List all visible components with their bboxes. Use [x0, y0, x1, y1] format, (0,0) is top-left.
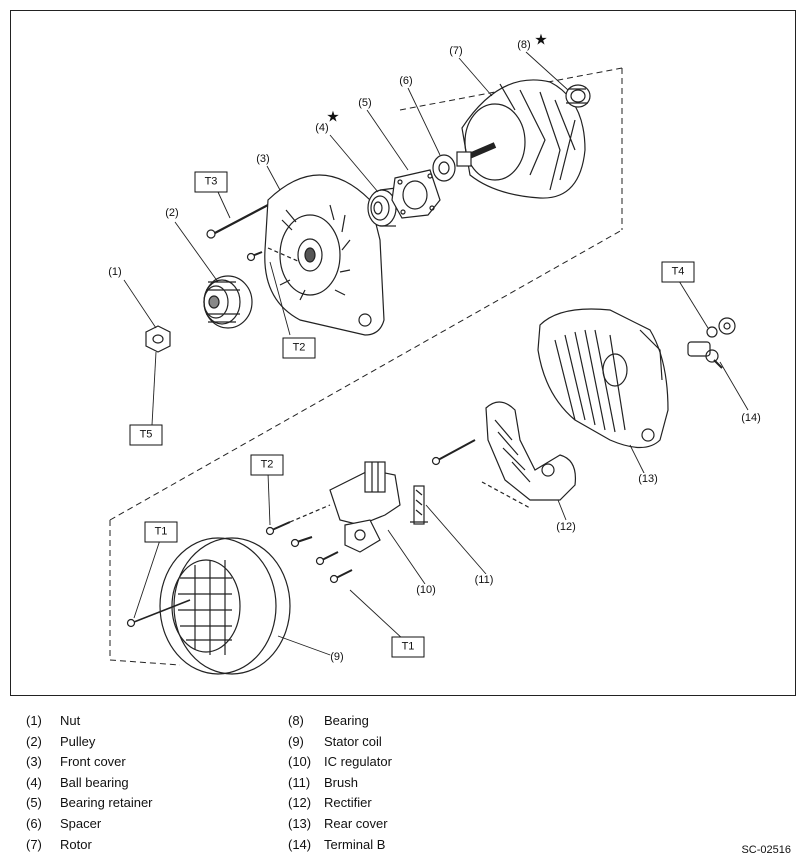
- legend-left: (1) Nut (2) Pulley (3) Front cover (4) Ball …: [26, 711, 153, 855]
- legend-name: Brush: [324, 774, 358, 790]
- legend-name: Rotor: [60, 836, 92, 852]
- exploded-view-drawing: [109, 51, 749, 675]
- legend-number: (3): [26, 754, 42, 770]
- rectifier-part: [431, 401, 577, 509]
- legend-item: (7) Rotor: [26, 835, 153, 856]
- legend-name: Terminal B: [324, 836, 386, 852]
- callout-6: (6): [399, 75, 413, 87]
- callout-12: (12): [556, 521, 576, 533]
- legend-name: Bearing: [324, 713, 369, 728]
- legend-number: (2): [26, 733, 42, 749]
- legend-number: (4): [26, 774, 42, 790]
- legend-name: Bearing retainer: [60, 795, 153, 811]
- legend-number: (7): [26, 836, 42, 852]
- legend-number: (13): [288, 815, 312, 831]
- diagram-frame: [10, 10, 796, 696]
- bearing-retainer-part: [391, 169, 441, 219]
- legend-name: Front cover: [60, 754, 126, 770]
- legend-name: Pulley: [60, 733, 96, 749]
- legend-name: Spacer: [60, 815, 102, 831]
- legend-item: (13) Rear cover: [288, 814, 392, 835]
- callout-1: (1): [108, 266, 122, 278]
- legend-item: (6) Spacer: [26, 814, 153, 835]
- legend-item: (3) Front cover: [26, 752, 153, 773]
- legend-name: Ball bearing: [60, 774, 129, 790]
- legend-number: (5): [26, 795, 42, 811]
- diagram-code: SC-02516: [741, 844, 791, 856]
- rotor-part: [456, 79, 586, 199]
- legend-name: Rear cover: [324, 815, 388, 831]
- regulator-screws: [265, 504, 353, 584]
- legend-item: (9) Stator coil: [288, 732, 392, 753]
- front-bolts: [206, 204, 269, 262]
- stator-coil-part: [126, 537, 291, 675]
- torque-label-t1-bottom: T1: [391, 636, 425, 658]
- torque-label-t4: T4: [661, 261, 695, 283]
- legend-item: (4) Ball bearing: [26, 773, 153, 794]
- legend-name: IC regulator: [324, 754, 392, 770]
- spacer-part: [432, 154, 456, 182]
- legend-item: (14) Terminal B: [288, 835, 392, 856]
- legend-name: Rectifier: [324, 795, 372, 811]
- torque-label-t2-top: T2: [282, 337, 316, 359]
- legend-number: (6): [26, 815, 42, 831]
- legend-number: (9): [288, 733, 304, 749]
- torque-label-t1-left: T1: [144, 521, 178, 543]
- rear-cover-part: [537, 308, 669, 449]
- legend-item: (2) Pulley: [26, 732, 153, 753]
- legend-right: (8) Bearing (9) Stator coil (10) IC regulat…: [288, 711, 392, 855]
- callout-3: (3): [256, 153, 270, 165]
- pulley-part: [203, 275, 253, 329]
- legend-item: (8) Bearing: [288, 711, 392, 732]
- terminal-b-part: [687, 317, 736, 369]
- callout-7: (7): [449, 45, 463, 57]
- ball-bearing-part: [367, 187, 397, 227]
- legend-item: (5) Bearing retainer: [26, 793, 153, 814]
- brush-part: [410, 485, 428, 525]
- bearing-8-part: [565, 84, 591, 108]
- legend-number: (12): [288, 795, 312, 811]
- legend-number: (1): [26, 713, 42, 728]
- torque-label-t5: T5: [129, 424, 163, 446]
- legend-number: (10): [288, 754, 312, 770]
- legend-item: (11) Brush: [288, 773, 392, 794]
- legend-name: Stator coil: [324, 733, 382, 749]
- callout-13: (13): [638, 473, 658, 485]
- callout-10: (10): [416, 584, 436, 596]
- legend-number: (11): [288, 774, 311, 790]
- callout-5: (5): [358, 97, 372, 109]
- torque-label-t2-bottom: T2: [250, 454, 284, 476]
- legend-number: (14): [288, 836, 312, 852]
- star-marker-ball-bearing: ★: [326, 108, 340, 126]
- legend-item: (10) IC regulator: [288, 752, 392, 773]
- legend-number: (8): [288, 713, 304, 728]
- callout-11: (11): [474, 574, 494, 586]
- leader-lines: [123, 51, 749, 657]
- legend-item: (12) Rectifier: [288, 793, 392, 814]
- nut-part: [145, 325, 171, 353]
- legend-name: Nut: [60, 713, 81, 728]
- callout-8: (8): [517, 39, 531, 51]
- star-marker-bearing: ★: [534, 31, 548, 49]
- callout-4: (4): [315, 122, 329, 134]
- callout-14: (14): [741, 412, 761, 424]
- torque-label-t3: T3: [194, 171, 228, 193]
- ic-regulator-part: [329, 461, 401, 553]
- callout-9: (9): [330, 651, 344, 663]
- legend-item: (1) Nut: [26, 711, 153, 732]
- front-cover-part: [264, 174, 385, 336]
- callout-2: (2): [165, 207, 179, 219]
